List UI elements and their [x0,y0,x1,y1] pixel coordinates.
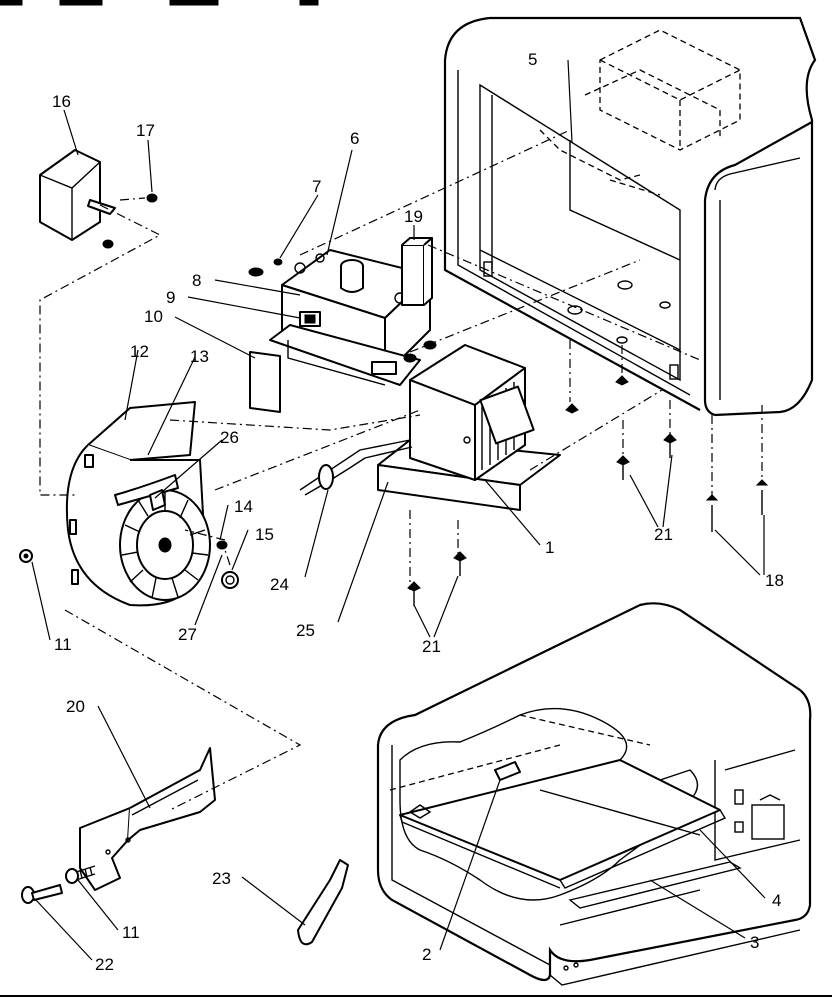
callout-18: 18 [765,571,784,590]
insulation-plate [249,351,281,413]
callout-14: 14 [234,497,253,516]
thermal-cutout [401,237,433,306]
tube-component [297,859,349,946]
callout-19: 19 [404,207,423,226]
callout-15: 15 [255,525,274,544]
blower-fan-assembly [65,401,211,607]
assembly-lines [39,129,763,811]
callout-labels: 1 2 3 4 5 6 7 8 9 10 11 11 12 13 14 15 1… [52,50,784,974]
callout-6: 6 [350,129,359,148]
callout-2: 2 [422,945,431,964]
callout-8: 8 [192,271,201,290]
callout-22: 22 [95,955,114,974]
wire-harness [299,439,413,496]
callout-24: 24 [270,575,289,594]
callout-25: 25 [296,621,315,640]
outer-cabinet-upper [443,16,817,417]
callout-5: 5 [528,50,537,69]
callout-10: 10 [144,307,163,326]
magnetron-assembly [269,249,431,386]
callout-26: 26 [220,428,239,447]
callout-9: 9 [166,288,175,307]
callout-16: 16 [52,92,71,111]
mounting-screws [407,375,769,606]
callout-12: 12 [130,342,149,361]
callout-11b: 11 [122,923,140,942]
callout-7: 7 [312,177,321,196]
leader-lines [31,59,766,961]
outer-cabinet-base [376,602,812,986]
callout-13: 13 [190,347,209,366]
callout-21a: 21 [654,525,673,544]
panel-screws [21,865,96,904]
callout-1: 1 [545,538,554,557]
callout-4: 4 [772,891,781,910]
callout-23: 23 [212,869,231,888]
cropped-header-marks [0,0,319,6]
callout-21b: 21 [422,637,441,656]
control-panel-bracket [79,747,216,891]
callout-20: 20 [66,697,85,716]
callout-11a: 11 [54,635,72,654]
callout-17: 17 [136,121,155,140]
high-voltage-transformer [377,344,561,511]
callout-3: 3 [750,933,759,952]
callout-27: 27 [178,625,197,644]
blower-screws [19,540,239,589]
power-connector [39,149,158,249]
